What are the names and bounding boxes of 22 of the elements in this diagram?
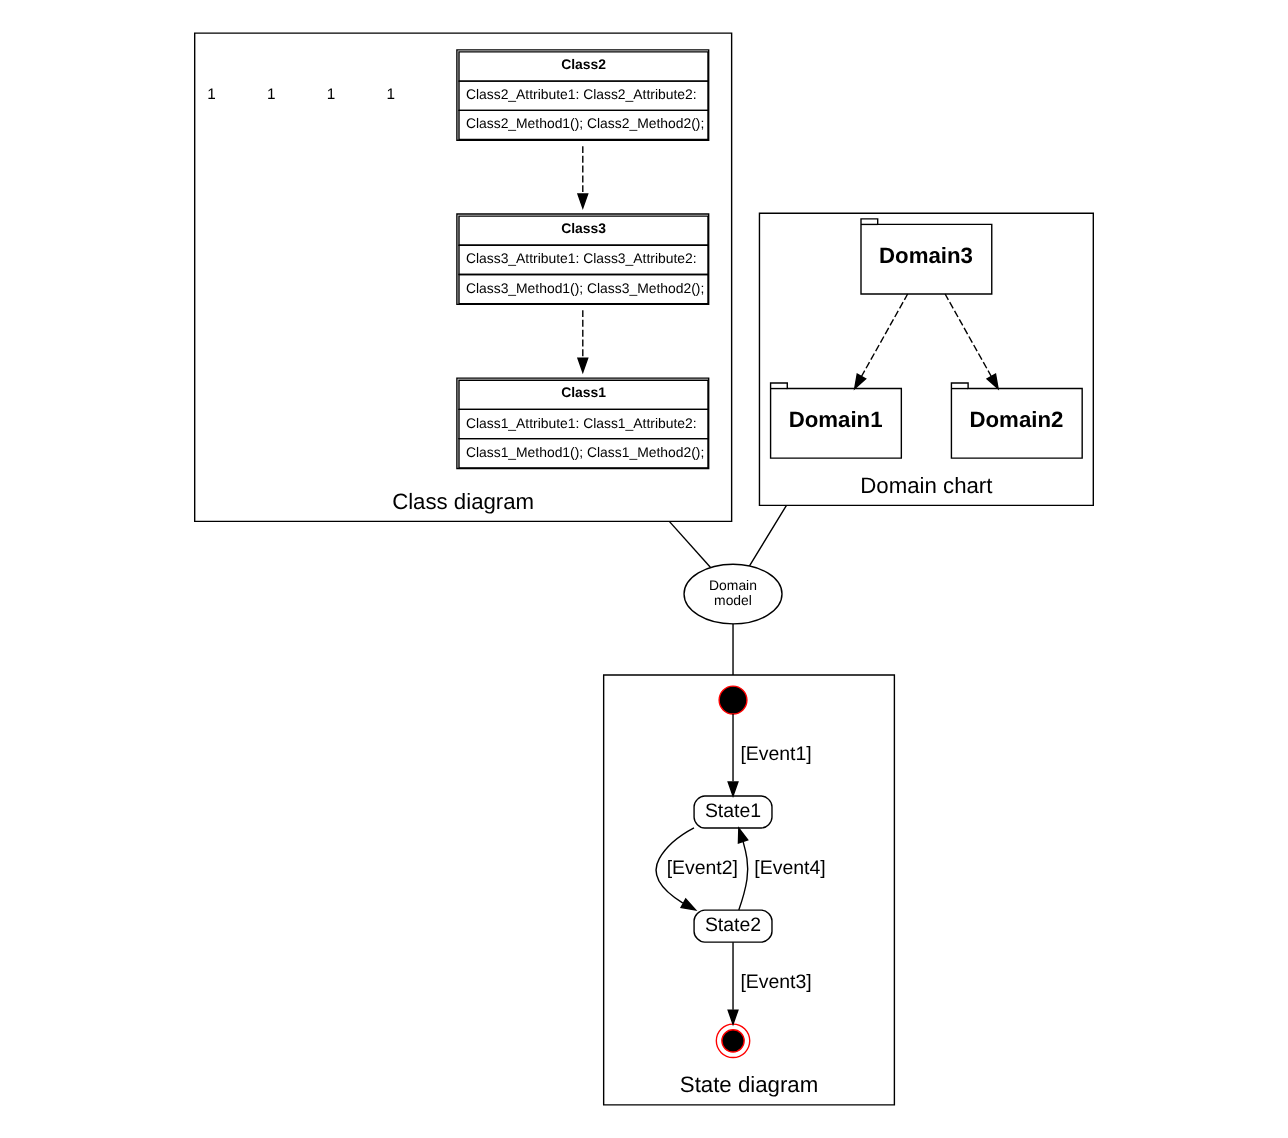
arrow — [727, 941, 739, 1027]
label: 1 — [326, 84, 336, 103]
node-box: State2 — [693, 909, 773, 943]
node-circle — [718, 685, 748, 715]
connector — [732, 622, 734, 676]
connector — [668, 520, 712, 568]
label: 1 — [207, 84, 216, 103]
label: 1 — [386, 84, 396, 103]
label: 1 — [266, 84, 276, 103]
arrow — [853, 293, 909, 391]
node-box: State1 — [693, 795, 773, 829]
arrow — [727, 713, 739, 798]
edge-label: [Event4] — [754, 858, 826, 881]
arrow — [655, 827, 698, 911]
node-circle — [715, 1023, 751, 1059]
connector — [748, 504, 788, 567]
arrow — [576, 145, 589, 211]
arrow — [737, 826, 749, 911]
edge-label: [Event3] — [740, 972, 812, 995]
arrow — [576, 309, 589, 375]
edge-label: [Event2] — [666, 858, 738, 881]
edge-label: [Event1] — [740, 744, 812, 767]
